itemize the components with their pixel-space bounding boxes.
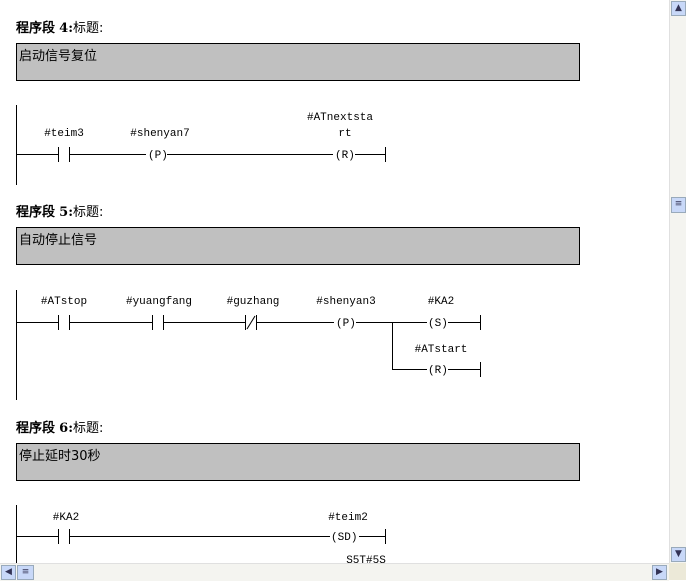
scrollbar-corner [669,563,686,580]
coil-operand: #teim2 [328,512,368,524]
network-4-title: 程序段 4:标题: [16,21,104,36]
scroll-left-button[interactable]: ◀ [1,565,16,580]
network-4-comment[interactable]: 启动信号复位 [16,43,580,81]
horizontal-scrollbar[interactable]: ◀ ≡ ▶ [0,563,669,581]
coil-operand: #ATstart [415,344,468,356]
network-5-comment[interactable]: 自动停止信号 [16,227,580,265]
coil-p[interactable]: (P) [336,318,356,330]
contact-nc[interactable] [245,315,257,330]
network-6-title: 程序段 6:标题: [16,421,104,436]
coil-r[interactable]: (R) [428,365,448,377]
network-5-rung: (P) (S) (R) #ATstop #yuangfang #guzhang … [16,290,481,400]
contact-operand: #teim3 [44,128,84,140]
scroll-right-button[interactable]: ▶ [652,565,667,580]
contact-no[interactable] [58,529,70,544]
contact-operand: #ATstop [41,296,87,308]
scroll-up-button[interactable]: ▲ [671,1,686,16]
coil-sd[interactable]: (SD) [331,532,357,544]
contact-no[interactable] [58,315,70,330]
network-6-rung: (SD) #KA2 #teim2 S5T#5S [16,505,386,563]
coil-operand: #KA2 [428,296,454,308]
coil-operand: rt [338,128,351,140]
network-4-rung: (P) (R) #teim3 #shenyan7 #ATnextsta rt [16,105,386,185]
horizontal-scroll-thumb[interactable]: ≡ [17,565,34,580]
coil-operand: #ATnextsta [307,112,373,124]
vertical-scroll-thumb[interactable]: ≡ [671,197,686,213]
timer-value: S5T#5S [346,555,386,563]
network-6-comment[interactable]: 停止延时30秒 [16,443,580,481]
coil-operand: #shenyan7 [130,128,189,140]
contact-operand: #guzhang [227,296,280,308]
contact-operand: #yuangfang [126,296,192,308]
coil-r[interactable]: (R) [335,150,355,162]
scroll-down-button[interactable]: ▼ [671,547,686,562]
coil-s[interactable]: (S) [428,318,448,330]
coil-p[interactable]: (P) [148,150,168,162]
contact-no[interactable] [58,147,70,162]
vertical-scrollbar[interactable]: ▲ ≡ ▼ [669,0,686,563]
contact-no[interactable] [152,315,164,330]
contact-operand: #KA2 [53,512,79,524]
network-5-title: 程序段 5:标题: [16,205,104,220]
ladder-diagram: (P) (R) #teim3 #shenyan7 #ATnextsta rt (… [16,105,481,563]
coil-operand: #shenyan3 [316,296,375,308]
